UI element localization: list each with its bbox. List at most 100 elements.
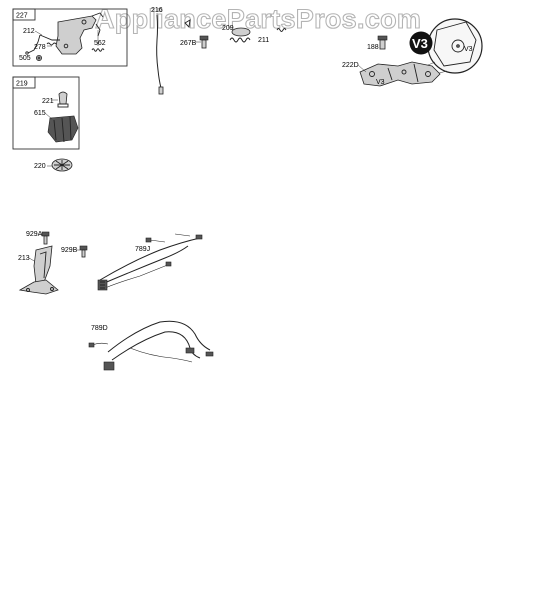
harness-connector	[165, 261, 172, 267]
screw-929b-head	[79, 245, 88, 251]
bracket-hole	[425, 71, 431, 77]
wire-terminal	[158, 86, 164, 95]
label-789d: 789D	[91, 325, 108, 332]
label-929b: 929B	[61, 247, 78, 254]
group-227-tag	[12, 8, 36, 21]
screw-929a-head	[41, 231, 50, 237]
label-216: 216	[151, 7, 163, 14]
harness-main	[99, 237, 201, 281]
harness-d-lead-2	[129, 347, 193, 363]
governor-control-bracket	[359, 61, 441, 87]
bracket-tab	[91, 12, 104, 18]
part-216: 216	[151, 7, 164, 95]
lever-base-hole	[26, 288, 30, 292]
label-789j: 789J	[135, 246, 150, 253]
lever-base-hole	[50, 287, 54, 291]
bracket-hole	[81, 19, 87, 25]
part-213: 929A 929B 213	[18, 231, 88, 295]
link-rod-bend	[27, 34, 41, 54]
throttle-bracket	[55, 15, 97, 55]
choke-spring	[91, 48, 105, 52]
harness-d-terminal	[88, 342, 95, 348]
bracket-label-v3: V3	[376, 79, 385, 86]
group-219: 219 221 615	[12, 76, 80, 150]
detail-plate	[433, 21, 477, 67]
bracket-hole	[63, 43, 69, 49]
part-789j: 789J	[97, 233, 203, 291]
bracket-hole	[401, 69, 407, 75]
harness-plug-pins	[100, 281, 105, 289]
detail-label-v3: V3	[464, 46, 473, 53]
ground-wire	[156, 14, 162, 89]
harness-d-branch	[111, 331, 201, 361]
v3-badge-label: V3	[412, 36, 428, 51]
group-219-tag	[12, 76, 36, 89]
harness-d-connector	[185, 347, 195, 354]
screw-shank	[201, 39, 207, 49]
label-219: 219	[16, 81, 28, 88]
screw-188-shank	[379, 39, 386, 50]
link-rod	[39, 34, 60, 41]
disc-spokes	[54, 160, 70, 170]
label-211: 211	[258, 37, 269, 44]
spring-211	[276, 28, 287, 32]
part-220: 220	[34, 158, 73, 172]
part-222d: V3 V3 V3 222D	[342, 18, 483, 87]
group-227-frame	[12, 8, 128, 67]
bracket-hole	[369, 71, 375, 77]
detail-pivot	[451, 39, 465, 53]
part-789d: 789D	[88, 320, 214, 371]
primer-bulb	[58, 91, 68, 105]
harness-d-plug	[103, 361, 115, 371]
harness-d-connector	[205, 351, 214, 357]
harness-branch	[101, 245, 189, 285]
screw-head	[199, 35, 209, 41]
label-267b: 267B	[180, 40, 197, 47]
label-209: 209	[222, 25, 234, 32]
label-615: 615	[34, 110, 46, 117]
bracket-ribs	[387, 63, 419, 83]
label-222d: 222D	[342, 62, 359, 69]
governor-spring-209	[229, 37, 251, 43]
group-227: 227 212 278 562 505	[12, 8, 128, 67]
label-278: 278	[34, 44, 46, 51]
group-219-frame	[12, 76, 80, 150]
choke-lever	[95, 23, 101, 37]
part-209: 209	[222, 25, 251, 43]
primer-bulb-base	[57, 103, 69, 108]
control-lever	[33, 245, 53, 285]
part-188: 188	[367, 35, 388, 51]
screw-929b-shank	[81, 249, 86, 258]
harness-connector	[145, 237, 152, 243]
lever-base	[18, 279, 59, 295]
harness-d-lead	[91, 342, 109, 346]
screw-929a-shank	[43, 235, 48, 245]
retainer-clip	[184, 19, 191, 28]
label-505: 505	[19, 55, 31, 62]
harness-connector	[195, 234, 203, 240]
bushing-hole	[37, 56, 41, 60]
governor-spring	[46, 42, 57, 46]
lever-rib	[39, 251, 47, 279]
label-188: 188	[367, 44, 379, 51]
harness-leads	[149, 233, 191, 243]
v3-badge	[409, 31, 433, 55]
primer-body-ribs	[53, 116, 72, 143]
rod-end	[25, 51, 29, 55]
spring-coil-209	[231, 27, 251, 37]
label-929a: 929A	[26, 231, 43, 238]
label-562: 562	[94, 40, 106, 47]
bushing	[36, 55, 43, 62]
label-221: 221	[42, 98, 54, 105]
label-227: 227	[16, 13, 28, 20]
screw-188-head	[377, 35, 388, 41]
part-267b: 267B	[180, 35, 209, 49]
detail-pivot-center	[456, 44, 460, 48]
harness-branch-2	[104, 263, 171, 289]
label-220: 220	[34, 163, 46, 170]
watermark: AppliancePartsPros.com	[95, 4, 421, 34]
label-213: 213	[18, 255, 30, 262]
label-212: 212	[23, 28, 35, 35]
